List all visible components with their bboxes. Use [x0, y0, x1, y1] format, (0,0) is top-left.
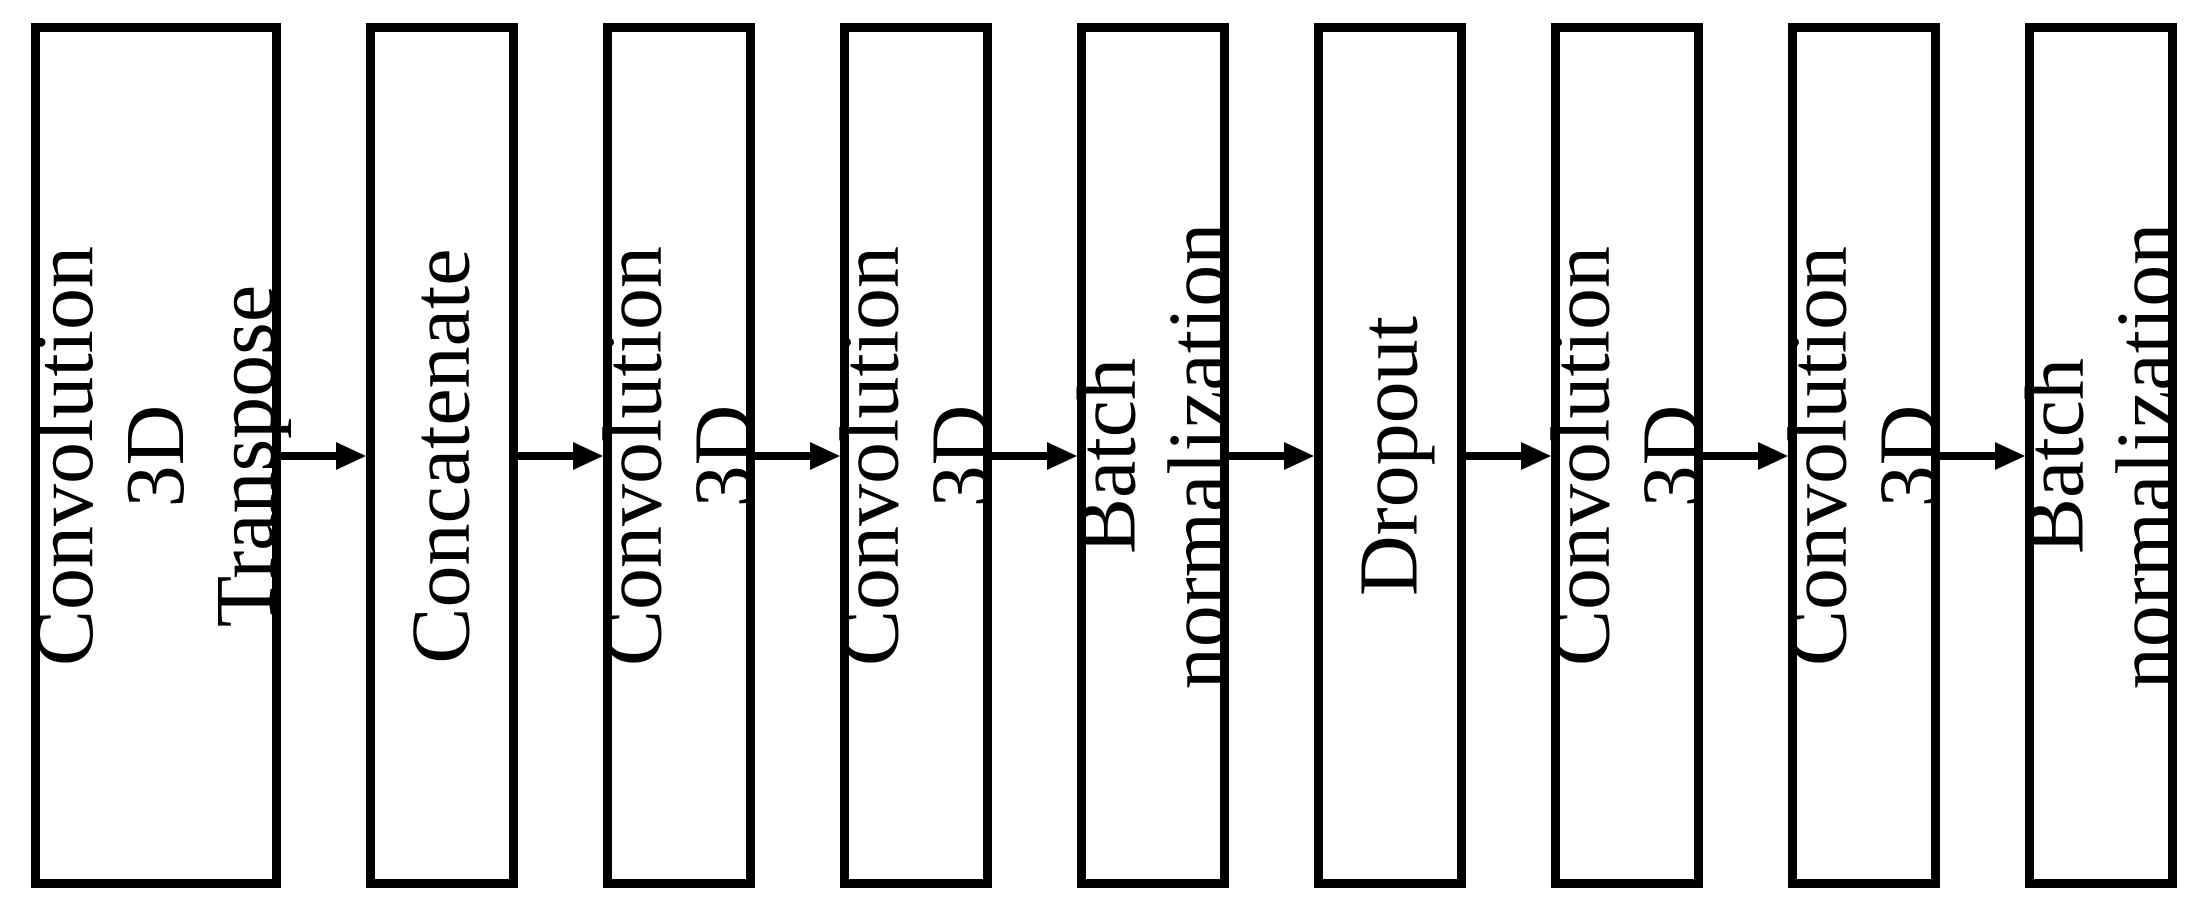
flow-arrow-icon — [1466, 436, 1551, 476]
block-label: Batch normalization — [2008, 222, 2192, 689]
block-label: Convolution 3D — [586, 245, 770, 666]
arrow-line — [1703, 451, 1760, 460]
arrow-head-icon — [810, 441, 840, 470]
flow-arrow-icon — [992, 436, 1077, 476]
arrow-head-icon — [1047, 441, 1077, 470]
arrow-head-icon — [336, 441, 366, 470]
block-convolution-3d-3: Convolution 3D — [1534, 23, 1718, 888]
arrow-line — [1229, 451, 1286, 460]
arrow-head-icon — [1521, 441, 1551, 470]
block-batch-normalization-1: Batch normalization — [1060, 23, 1244, 888]
block-label: Concatenate — [394, 247, 488, 664]
block-convolution-3d-1: Convolution 3D — [586, 23, 770, 888]
arrow-line — [755, 451, 812, 460]
flow-arrow-icon — [281, 436, 366, 476]
arrow-head-icon — [1284, 441, 1314, 470]
flow-arrow-icon — [755, 436, 840, 476]
block-label: Dropout — [1342, 315, 1436, 596]
block-concatenate: Concatenate — [366, 23, 518, 888]
pipeline-row: Convolution 3D Transpose Concatenate Con… — [18, 23, 2192, 888]
block-label: Batch normalization — [1060, 222, 1244, 689]
flow-arrow-icon — [518, 436, 603, 476]
block-dropout: Dropout — [1314, 23, 1466, 888]
block-label: Convolution 3D — [823, 245, 1007, 666]
arrow-line — [1466, 451, 1523, 460]
block-convolution-3d-transpose: Convolution 3D Transpose — [18, 23, 292, 888]
arrow-head-icon — [1995, 441, 2025, 470]
block-batch-normalization-2: Batch normalization — [2008, 23, 2192, 888]
arrow-head-icon — [1758, 441, 1788, 470]
block-label: Convolution 3D — [1771, 245, 1955, 666]
flow-arrow-icon — [1703, 436, 1788, 476]
arrow-line — [281, 451, 338, 460]
block-convolution-3d-4: Convolution 3D — [1771, 23, 1955, 888]
block-label: Convolution 3D — [1534, 245, 1718, 666]
arrow-line — [1940, 451, 1997, 460]
block-label: Convolution 3D Transpose — [17, 245, 293, 666]
block-convolution-3d-2: Convolution 3D — [823, 23, 1007, 888]
flow-arrow-icon — [1229, 436, 1314, 476]
arrow-line — [518, 451, 575, 460]
arrow-head-icon — [573, 441, 603, 470]
flow-arrow-icon — [1940, 436, 2025, 476]
arrow-line — [992, 451, 1049, 460]
